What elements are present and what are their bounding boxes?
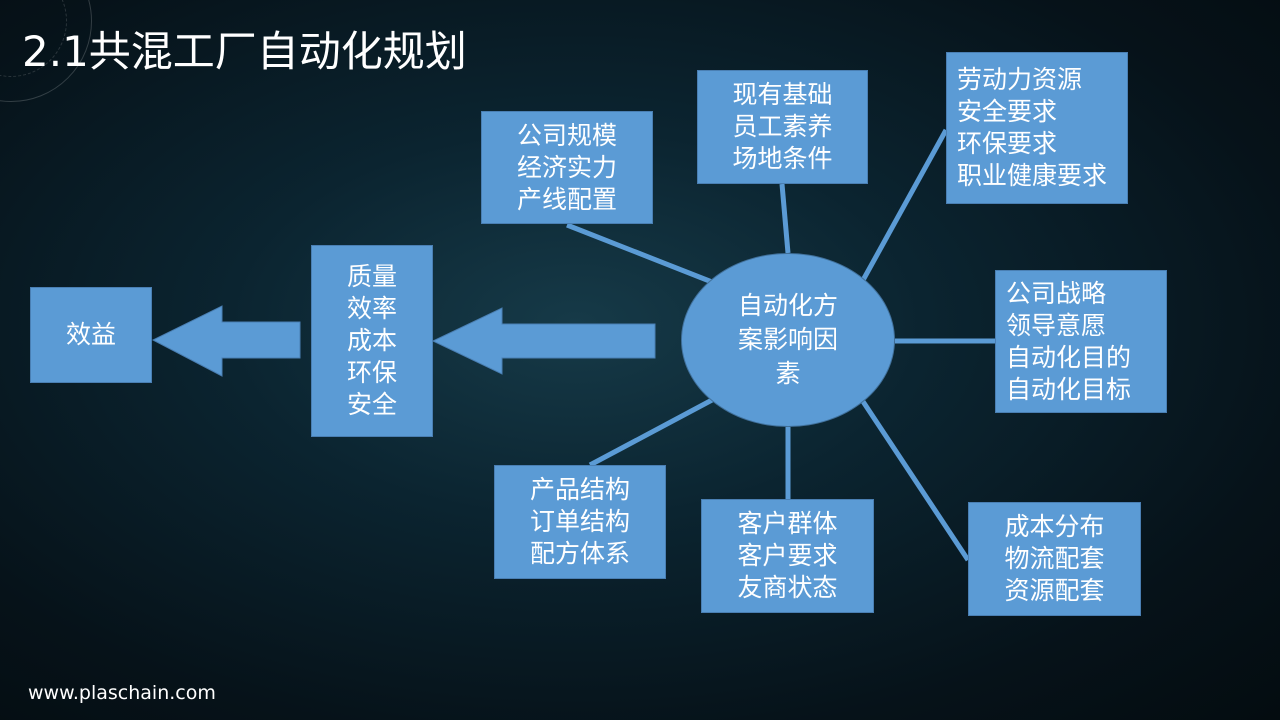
box-text: 环保: [346, 358, 397, 387]
arrow-left: [151, 305, 301, 377]
box-text: 产品结构: [529, 475, 630, 504]
box-text: 自动化目的: [1006, 342, 1132, 372]
box-text: 劳动力资源: [957, 65, 1083, 94]
box-text: 客户群体: [737, 509, 838, 538]
box-text: 效率: [346, 294, 397, 323]
box-text: 物流配套: [1004, 544, 1105, 573]
arrow-left: [431, 307, 656, 375]
slide-title: 2.1共混工厂自动化规划: [22, 27, 467, 76]
box-text: 友商状态: [737, 573, 838, 602]
factor-box-product: 产品结构订单结构配方体系: [494, 465, 666, 579]
box-text: 环保要求: [957, 129, 1058, 158]
factor-box-basis: 现有基础员工素养场地条件: [697, 70, 868, 184]
connector-line: [779, 183, 791, 254]
box-text: 资源配套: [1004, 576, 1105, 605]
box-text: 经济实力: [516, 152, 617, 182]
outcomes-box: 质量效率成本环保安全: [311, 245, 433, 437]
connector-line: [566, 222, 713, 285]
box-text: 成本: [346, 326, 397, 355]
box-text: 安全要求: [957, 97, 1058, 126]
factor-box-customer: 客户群体客户要求友商状态: [701, 499, 874, 613]
box-text: 员工素养: [732, 112, 833, 141]
box-text: 配方体系: [529, 539, 630, 568]
box-text: 成本分布: [1004, 512, 1105, 541]
box-text: 职业健康要求: [957, 161, 1108, 190]
center-text: 案影响因: [737, 325, 838, 354]
box-text: 公司规模: [516, 120, 617, 150]
center-text: 自动化方: [737, 291, 838, 320]
box-text: 现有基础: [732, 80, 833, 109]
box-text: 自动化目标: [1006, 374, 1132, 404]
box-text: 场地条件: [732, 144, 833, 173]
connector-line: [859, 128, 949, 284]
box-text: 产线配置: [516, 184, 617, 214]
factor-box-scale: 公司规模经济实力产线配置: [481, 111, 653, 224]
box-text: 客户要求: [737, 541, 838, 570]
benefit-box: 效益: [30, 287, 152, 383]
box-text: 公司战略: [1006, 278, 1107, 308]
center-ellipse: 自动化方案影响因素: [681, 253, 895, 427]
factor-box-cost: 成本分布物流配套资源配套: [968, 502, 1141, 616]
footer-url: www.plaschain.com: [28, 682, 216, 704]
factor-box-labor: 劳动力资源安全要求环保要求职业健康要求: [946, 52, 1128, 204]
connector-line: [859, 398, 971, 562]
factor-box-strategy: 公司战略领导意愿自动化目的自动化目标: [995, 270, 1167, 413]
box-text: 订单结构: [529, 507, 630, 536]
box-text: 安全: [346, 390, 397, 419]
box-text: 领导意愿: [1006, 310, 1107, 340]
box-text: 效益: [65, 320, 116, 349]
box-text: 质量: [346, 262, 397, 291]
center-text: 素: [775, 359, 801, 388]
connector-line: [588, 397, 714, 468]
